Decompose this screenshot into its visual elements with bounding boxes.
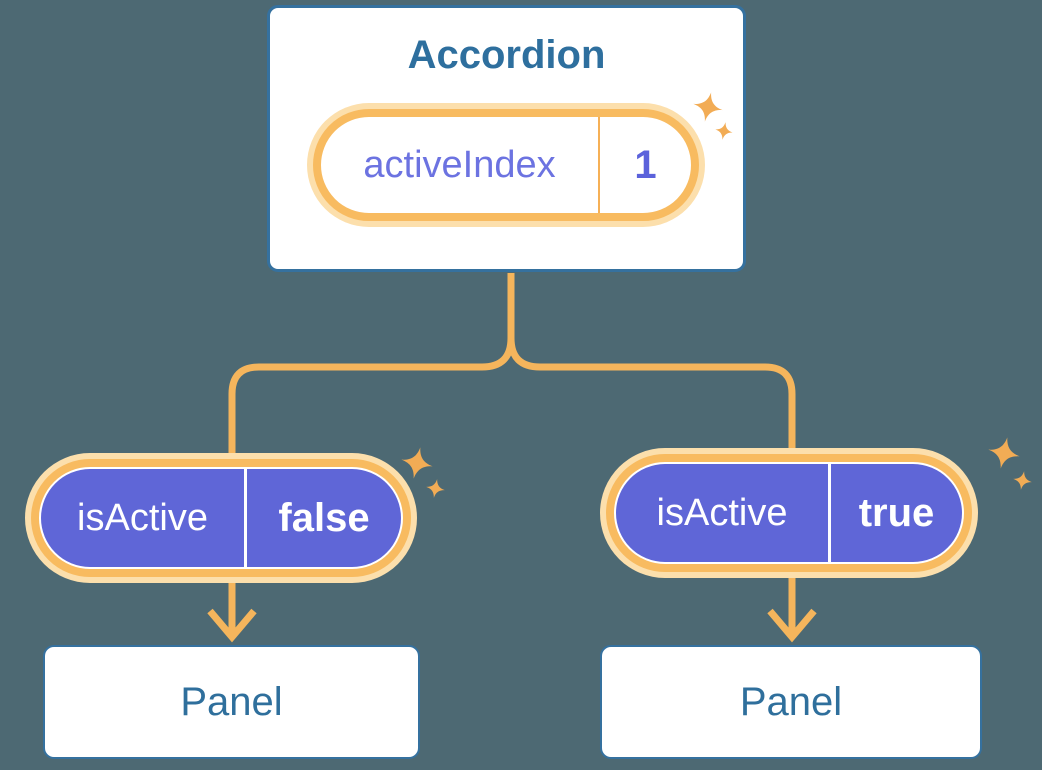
- sparkle-icon: [398, 444, 436, 482]
- panel-card-left: Panel: [43, 645, 420, 759]
- prop-pill-ring: isActive false: [31, 459, 411, 577]
- arrow-down-icon-right: [767, 608, 817, 643]
- state-pill: activeIndex 1: [307, 103, 705, 227]
- prop-pill-glow: isActive false: [25, 453, 417, 583]
- prop-pill-isactive-false: isActive false: [25, 453, 417, 583]
- arrow-down-icon-left: [207, 608, 257, 643]
- state-pill-glow: activeIndex 1: [307, 103, 705, 227]
- prop-pill-value: true: [858, 491, 935, 535]
- prop-pill-label: isActive: [77, 497, 208, 539]
- prop-pill-core: isActive true: [616, 464, 962, 562]
- prop-pill-glow: isActive true: [600, 448, 978, 578]
- prop-pill-divider: [244, 469, 247, 567]
- prop-pill-value: false: [278, 496, 370, 540]
- sparkle-icon: [1011, 469, 1033, 491]
- state-pill-divider: [598, 117, 600, 213]
- accordion-title: Accordion: [407, 33, 606, 77]
- accordion-card: Accordion activeIndex 1: [267, 5, 746, 272]
- state-pill-ring: activeIndex 1: [313, 109, 699, 221]
- sparkle-icon: [985, 434, 1023, 472]
- prop-pill-core: isActive false: [41, 469, 401, 567]
- prop-pill-isactive-true: isActive true: [600, 448, 978, 578]
- state-pill-label: activeIndex: [363, 144, 556, 186]
- panel-card-right: Panel: [600, 645, 982, 759]
- prop-pill-label: isActive: [656, 492, 788, 534]
- sparkle-icon: [690, 89, 726, 125]
- sparkle-icon: [424, 477, 446, 499]
- state-pill-value: 1: [634, 143, 657, 187]
- prop-pill-ring: isActive true: [606, 454, 972, 572]
- branch-line-right: [507, 273, 796, 634]
- sparkle-icon: [714, 121, 735, 142]
- prop-pill-divider: [828, 464, 831, 562]
